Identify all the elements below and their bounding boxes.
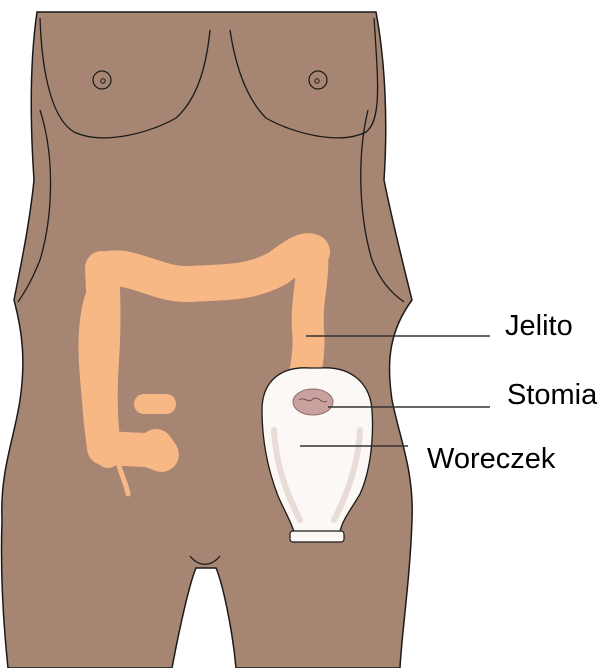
label-woreczek: Woreczek xyxy=(427,445,555,474)
label-jelito: Jelito xyxy=(505,312,573,341)
pouch-outlet xyxy=(290,531,344,542)
descending-colon xyxy=(304,252,312,380)
label-stomia: Stomia xyxy=(507,381,597,410)
torso-silhouette xyxy=(1,12,412,668)
stoma xyxy=(293,389,333,415)
